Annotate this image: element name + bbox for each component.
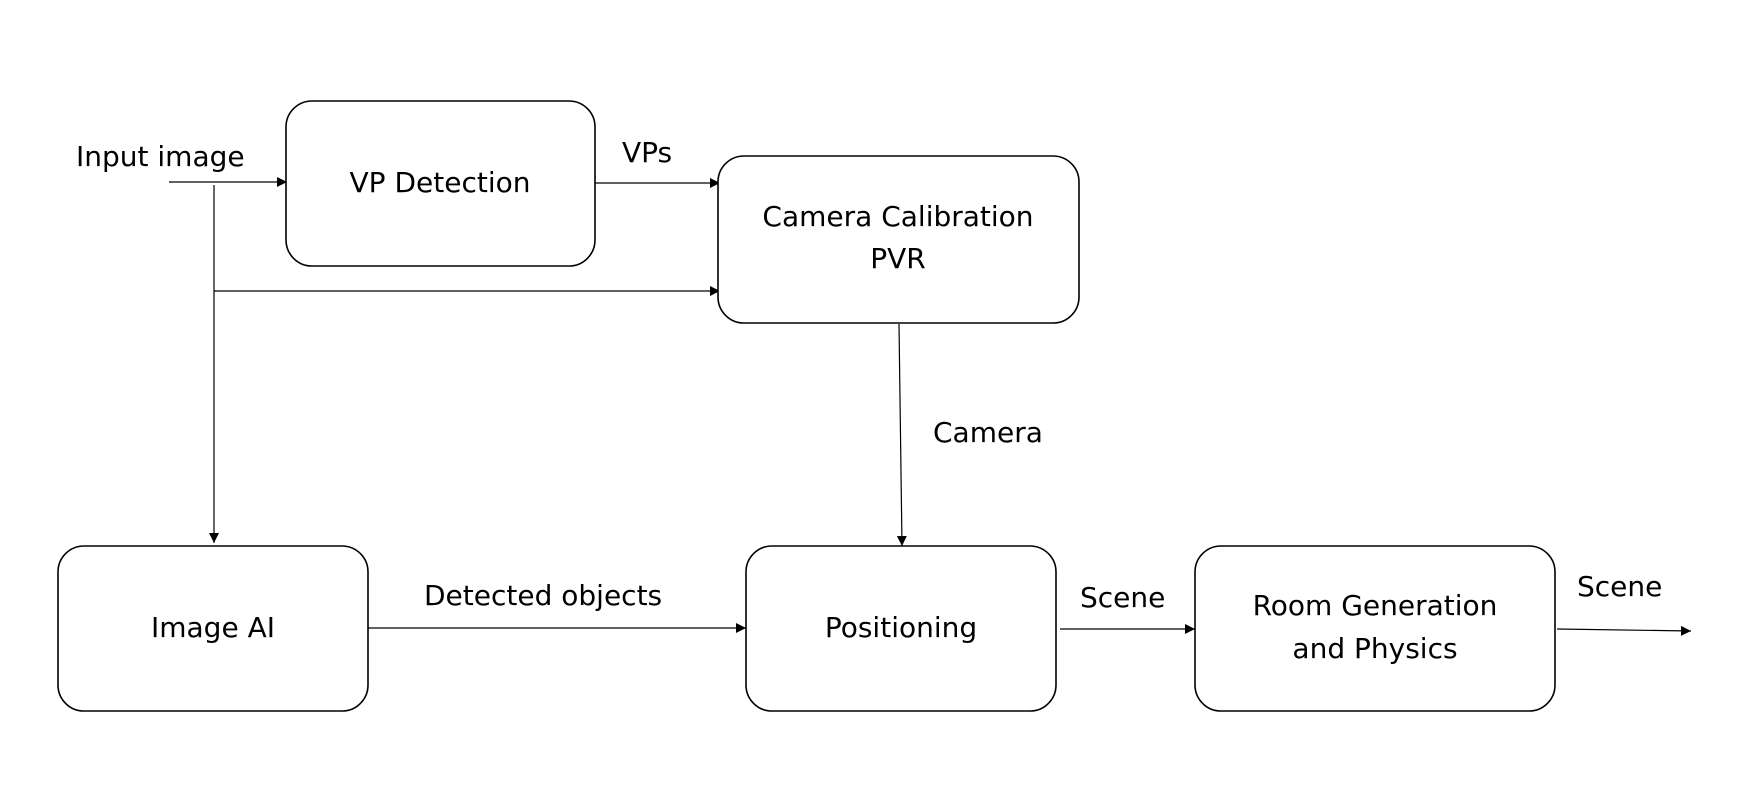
svg-text:PVR: PVR: [870, 242, 926, 275]
edges: [169, 177, 1692, 636]
edge-label-camera: Camera: [933, 416, 1043, 449]
svg-text:Positioning: Positioning: [825, 611, 977, 644]
svg-text:Room Generation: Room Generation: [1253, 589, 1498, 622]
svg-text:VP Detection: VP Detection: [350, 166, 531, 199]
edge-label-detected-objects: Detected objects: [424, 579, 662, 612]
svg-text:and Physics: and Physics: [1292, 632, 1457, 665]
edge-label-scene-out: Scene: [1577, 570, 1662, 603]
svg-text:Camera Calibration: Camera Calibration: [762, 200, 1033, 233]
node-label-line: Image AI: [151, 611, 275, 644]
node-label-line: Room Generation: [1253, 589, 1498, 622]
node-image-ai: Image AI: [57, 545, 369, 712]
node-camera-calibration: Camera Calibration PVR: [717, 155, 1080, 324]
node-label-line: Positioning: [825, 611, 977, 644]
node-label-line: Camera Calibration: [762, 200, 1033, 233]
edge-room-generation-output: [1556, 625, 1692, 636]
edge-label-input-image: Input image: [76, 140, 245, 173]
node-label-line: and Physics: [1292, 632, 1457, 665]
node-vp-detection: VP Detection: [285, 100, 596, 267]
node-room-generation: Room Generation and Physics: [1194, 545, 1556, 712]
node-label-line: PVR: [870, 242, 926, 275]
edge-label-scene-in: Scene: [1080, 581, 1165, 614]
node-positioning: Positioning: [745, 545, 1057, 712]
svg-text:Image AI: Image AI: [151, 611, 275, 644]
edge-labels: Input image VPs Camera Detected objects …: [76, 136, 1662, 614]
node-label-line: VP Detection: [350, 166, 531, 199]
edge-camera-calibration-to-positioning: [896, 323, 907, 547]
edge-label-vps: VPs: [622, 136, 672, 169]
